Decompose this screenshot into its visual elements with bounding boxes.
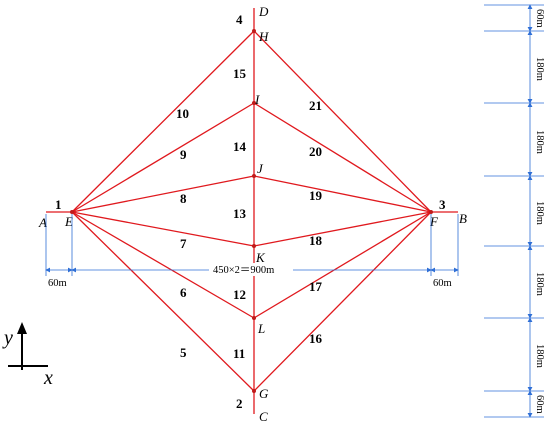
member-16-line [253, 211, 432, 392]
member-19-line [253, 175, 432, 213]
member-18-line [253, 211, 432, 247]
point-c-label: C [259, 409, 268, 424]
member-5-label: 5 [180, 345, 187, 360]
vdim-label-7: 60m [534, 395, 545, 414]
member-8-label: 8 [180, 191, 187, 206]
right-end-dimension-label: 60m [433, 278, 452, 289]
member-10-line [71, 30, 255, 213]
members-group [46, 8, 458, 414]
point-b-label: B [459, 211, 467, 226]
member-7-line [71, 211, 255, 247]
x-axis-name: x [43, 367, 53, 389]
member-13-label: 13 [233, 206, 247, 221]
joint-f [429, 210, 433, 214]
member-12-label: 12 [233, 287, 246, 302]
y-axis-arrow [17, 322, 27, 334]
joint-e [70, 210, 74, 214]
member-7-label: 7 [180, 236, 187, 251]
vdim-label-5: 180m [534, 272, 545, 296]
vdim-label-2: 180m [534, 57, 545, 81]
joint-h [252, 29, 256, 33]
member-15-label: 15 [233, 66, 247, 81]
member-9-line [71, 102, 255, 213]
point-h-label: H [258, 29, 269, 44]
vdim-label-4: 180m [534, 201, 545, 225]
member-20-line [253, 102, 432, 213]
node-1-label: 1 [55, 197, 62, 212]
point-k-label: K [255, 250, 266, 265]
vdim-label-6: 180m [534, 344, 545, 368]
member-16-label: 16 [309, 331, 323, 346]
joints-group [70, 29, 433, 393]
member-6-label: 6 [180, 285, 187, 300]
vdim-label-1: 60m [534, 9, 545, 28]
y-axis-name: y [2, 327, 13, 349]
member-21-line [253, 30, 432, 213]
point-a-label: A [38, 215, 47, 230]
node-4-label: 4 [236, 12, 243, 27]
joint-l [252, 316, 256, 320]
member-5-line [71, 211, 255, 392]
member-10-label: 10 [176, 106, 189, 121]
joint-j [252, 174, 256, 178]
member-6-line [71, 211, 255, 319]
member-18-label: 18 [309, 233, 323, 248]
point-i-label: I [254, 92, 260, 107]
member-20-label: 20 [309, 144, 322, 159]
joint-i [252, 101, 256, 105]
point-g-label: G [259, 386, 269, 401]
span-dimension-label: 450×2＝900m [213, 265, 274, 276]
member-17-line [253, 211, 432, 319]
point-f-label: F [429, 214, 439, 229]
member-19-label: 19 [309, 188, 323, 203]
member-14-label: 14 [233, 139, 247, 154]
member-9-label: 9 [180, 147, 187, 162]
vertical-dimension [484, 4, 544, 418]
member-21-label: 21 [309, 98, 322, 113]
point-e-label: E [64, 214, 73, 229]
point-l-label: L [257, 321, 265, 336]
node-2-label: 2 [236, 396, 243, 411]
point-d-label: D [258, 4, 269, 19]
left-end-dimension-label: 60m [48, 278, 67, 289]
joint-k [252, 244, 256, 248]
span-label-bg [209, 263, 293, 276]
joint-g [252, 389, 256, 393]
node-3-label: 3 [439, 197, 446, 212]
member-11-label: 11 [233, 346, 245, 361]
member-8-line [71, 175, 255, 213]
point-j-label: J [257, 161, 264, 176]
coordinate-axes [8, 330, 48, 370]
vdim-label-3: 180m [534, 130, 545, 154]
member-17-label: 17 [309, 279, 323, 294]
